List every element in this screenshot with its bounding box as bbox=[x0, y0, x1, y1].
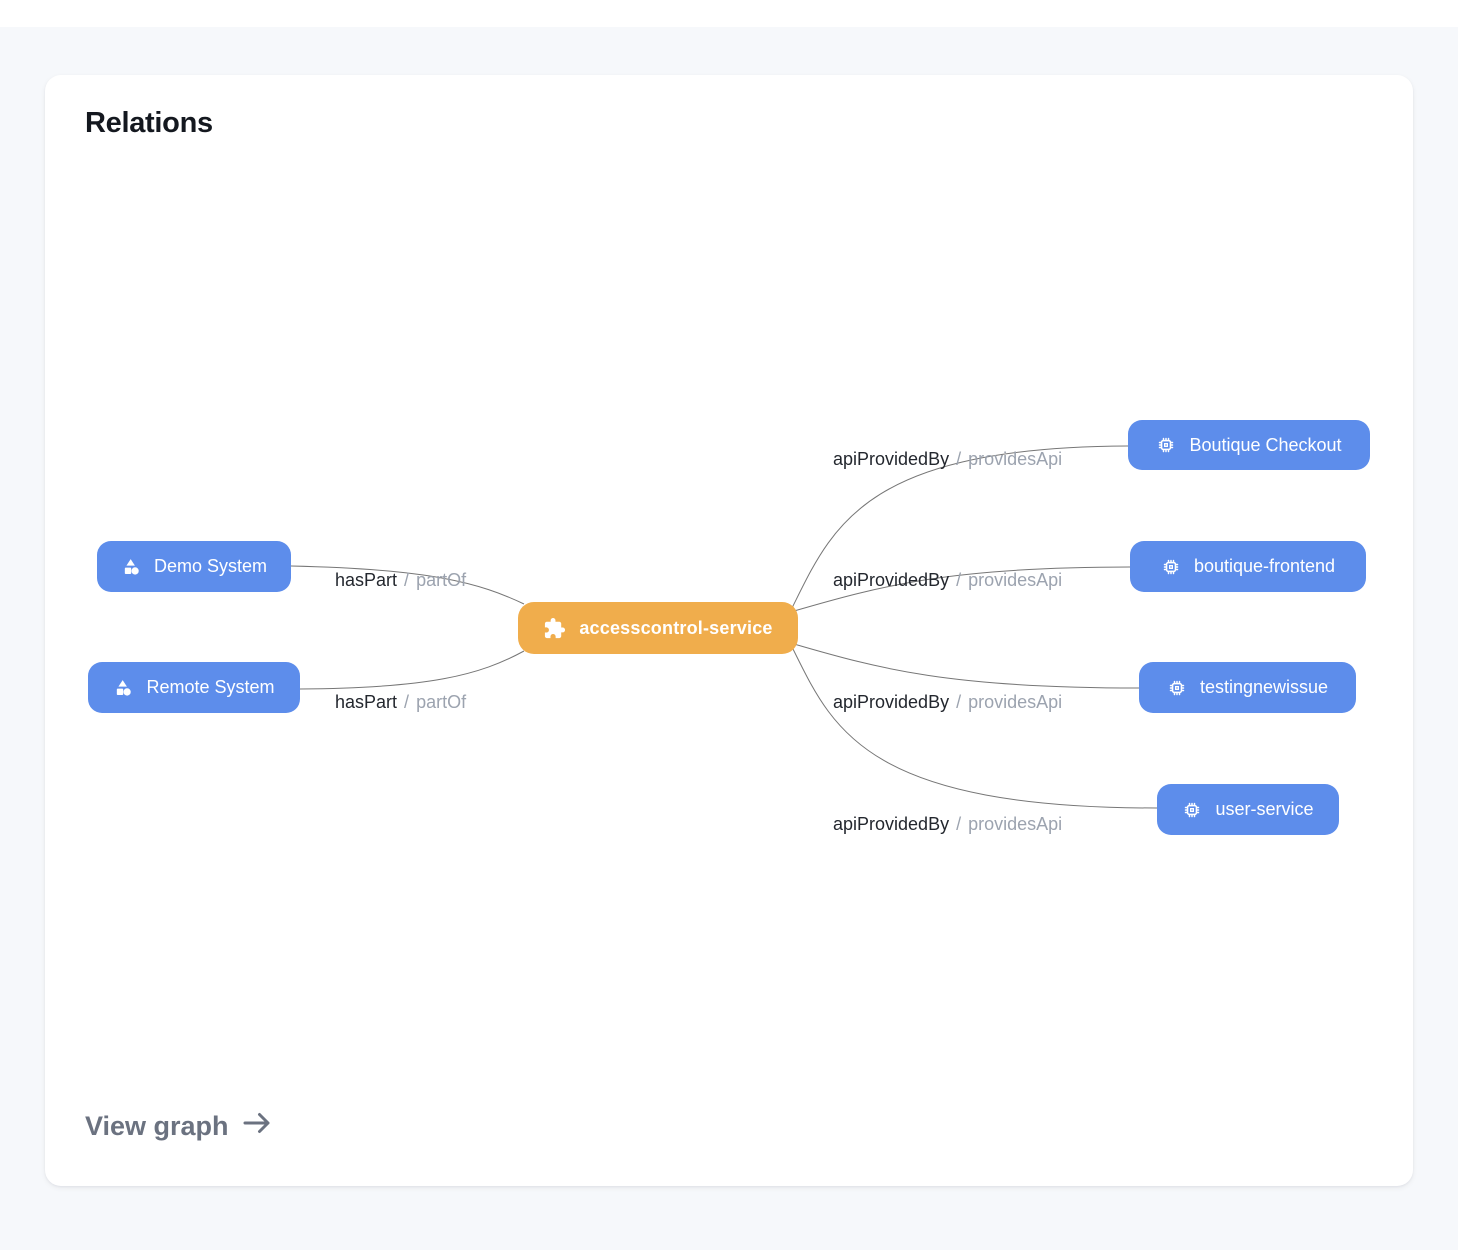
node-label: user-service bbox=[1215, 799, 1314, 819]
node-remote-system[interactable]: Remote System bbox=[88, 662, 300, 713]
shapes-icon bbox=[121, 557, 141, 577]
chip-icon bbox=[1167, 678, 1187, 698]
node-label: testingnewissue bbox=[1199, 677, 1329, 697]
node-demo-system[interactable]: Demo System bbox=[97, 541, 291, 592]
node-accesscontrol-service[interactable]: accesscontrol-service bbox=[518, 602, 798, 654]
node-label: Demo System bbox=[153, 556, 268, 576]
node-boutique-frontend[interactable]: boutique-frontend bbox=[1130, 541, 1366, 592]
node-testingnewissue[interactable]: testingnewissue bbox=[1139, 662, 1356, 713]
card-title: Relations bbox=[85, 107, 213, 139]
chip-icon bbox=[1156, 435, 1176, 455]
puzzle-icon bbox=[543, 617, 566, 640]
view-graph-link[interactable]: View graph bbox=[85, 1107, 273, 1146]
chip-icon bbox=[1161, 557, 1181, 577]
node-user-service[interactable]: user-service bbox=[1157, 784, 1339, 835]
chip-icon bbox=[1182, 800, 1202, 820]
arrow-right-icon bbox=[241, 1107, 273, 1146]
node-label: Remote System bbox=[146, 677, 275, 697]
node-label: Boutique Checkout bbox=[1189, 434, 1342, 455]
node-boutique-checkout[interactable]: Boutique Checkout bbox=[1128, 420, 1370, 470]
node-label: boutique-frontend bbox=[1193, 556, 1336, 576]
shapes-icon bbox=[113, 678, 133, 698]
node-label: accesscontrol-service bbox=[579, 617, 773, 638]
view-graph-label: View graph bbox=[85, 1111, 229, 1141]
